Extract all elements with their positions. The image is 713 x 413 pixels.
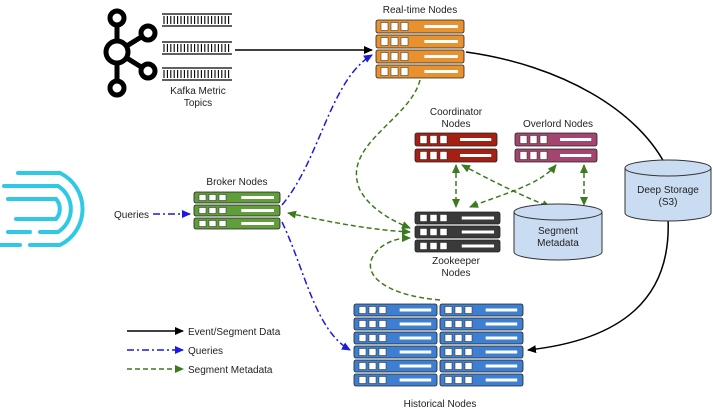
overlord-server <box>514 132 598 147</box>
zookeeper-server <box>414 211 501 225</box>
zookeeper-nodes-label-line2: Nodes <box>442 268 471 279</box>
historical-server <box>353 345 438 359</box>
realtime-nodes-label: Real-time Nodes <box>383 5 457 16</box>
broker-nodes-label: Broker Nodes <box>206 177 267 188</box>
overlord-nodes-label: Overlord Nodes <box>523 119 593 130</box>
realtime-server <box>375 49 465 64</box>
broker-server <box>193 191 281 204</box>
queries-label: Queries <box>114 210 149 221</box>
kafka-topics <box>162 13 232 81</box>
realtime-server <box>375 19 465 34</box>
zookeeper-server <box>414 239 501 253</box>
kafka-label-line2: Topics <box>184 98 212 109</box>
edge-coordinator-segment-metadata <box>461 164 551 208</box>
broker-server <box>193 217 281 230</box>
edge-realtime-to-deep-storage <box>465 51 669 171</box>
kafka-logo-icon <box>103 8 158 98</box>
edge-broker-to-realtime <box>281 54 373 206</box>
server-stacks <box>193 19 598 387</box>
historical-server <box>353 359 438 373</box>
edge-broker-to-historical <box>281 221 351 351</box>
edge-broker-zookeeper <box>287 210 411 236</box>
edge-historical-to-zookeeper <box>369 234 441 301</box>
kafka-topic-strip <box>162 13 232 27</box>
segment-metadata-label-line2: Metadata <box>537 238 579 249</box>
zookeeper-nodes-label-line1: Zookeeper <box>432 256 480 267</box>
realtime-server <box>375 64 465 79</box>
druid-logo-icon <box>0 171 85 247</box>
historical-nodes-label: Historical Nodes <box>404 399 477 410</box>
edge-overlord-zookeeper <box>469 164 557 208</box>
legend-label-segment-metadata: Segment Metadata <box>188 365 273 376</box>
broker-server <box>193 204 281 217</box>
segment-metadata-cylinder <box>513 203 603 261</box>
historical-server <box>439 331 524 345</box>
deep-storage-label-line2: (S3) <box>659 197 678 208</box>
historical-server <box>439 345 524 359</box>
historical-server <box>439 317 524 331</box>
deep-storage-cylinder <box>624 159 712 222</box>
edge-deep-storage-to-historical <box>527 217 669 354</box>
realtime-server <box>375 34 465 49</box>
coordinator-server <box>414 132 498 147</box>
overlord-server <box>514 148 598 163</box>
zookeeper-server <box>414 225 501 239</box>
historical-server <box>439 359 524 373</box>
kafka-label-line1: Kafka Metric <box>170 86 226 97</box>
edges <box>153 46 669 354</box>
historical-server <box>353 317 438 331</box>
historical-server <box>353 331 438 345</box>
kafka-topic-strip <box>162 41 232 55</box>
historical-server <box>439 303 524 317</box>
legend-label-queries: Queries <box>188 346 223 357</box>
coordinator-nodes-label-line1: Coordinator <box>430 107 483 118</box>
historical-server <box>353 373 438 387</box>
coordinator-server <box>414 148 498 163</box>
legend: Event/Segment Data Queries Segment Metad… <box>127 327 281 376</box>
kafka-topic-strip <box>162 67 232 81</box>
historical-server <box>439 373 524 387</box>
legend-label-event-segment: Event/Segment Data <box>188 327 281 338</box>
segment-metadata-label-line1: Segment <box>538 226 578 237</box>
deep-storage-label-line1: Deep Storage <box>637 185 699 196</box>
edge-realtime-to-zookeeper <box>355 79 421 229</box>
historical-server <box>353 303 438 317</box>
coordinator-nodes-label-line2: Nodes <box>442 119 471 130</box>
